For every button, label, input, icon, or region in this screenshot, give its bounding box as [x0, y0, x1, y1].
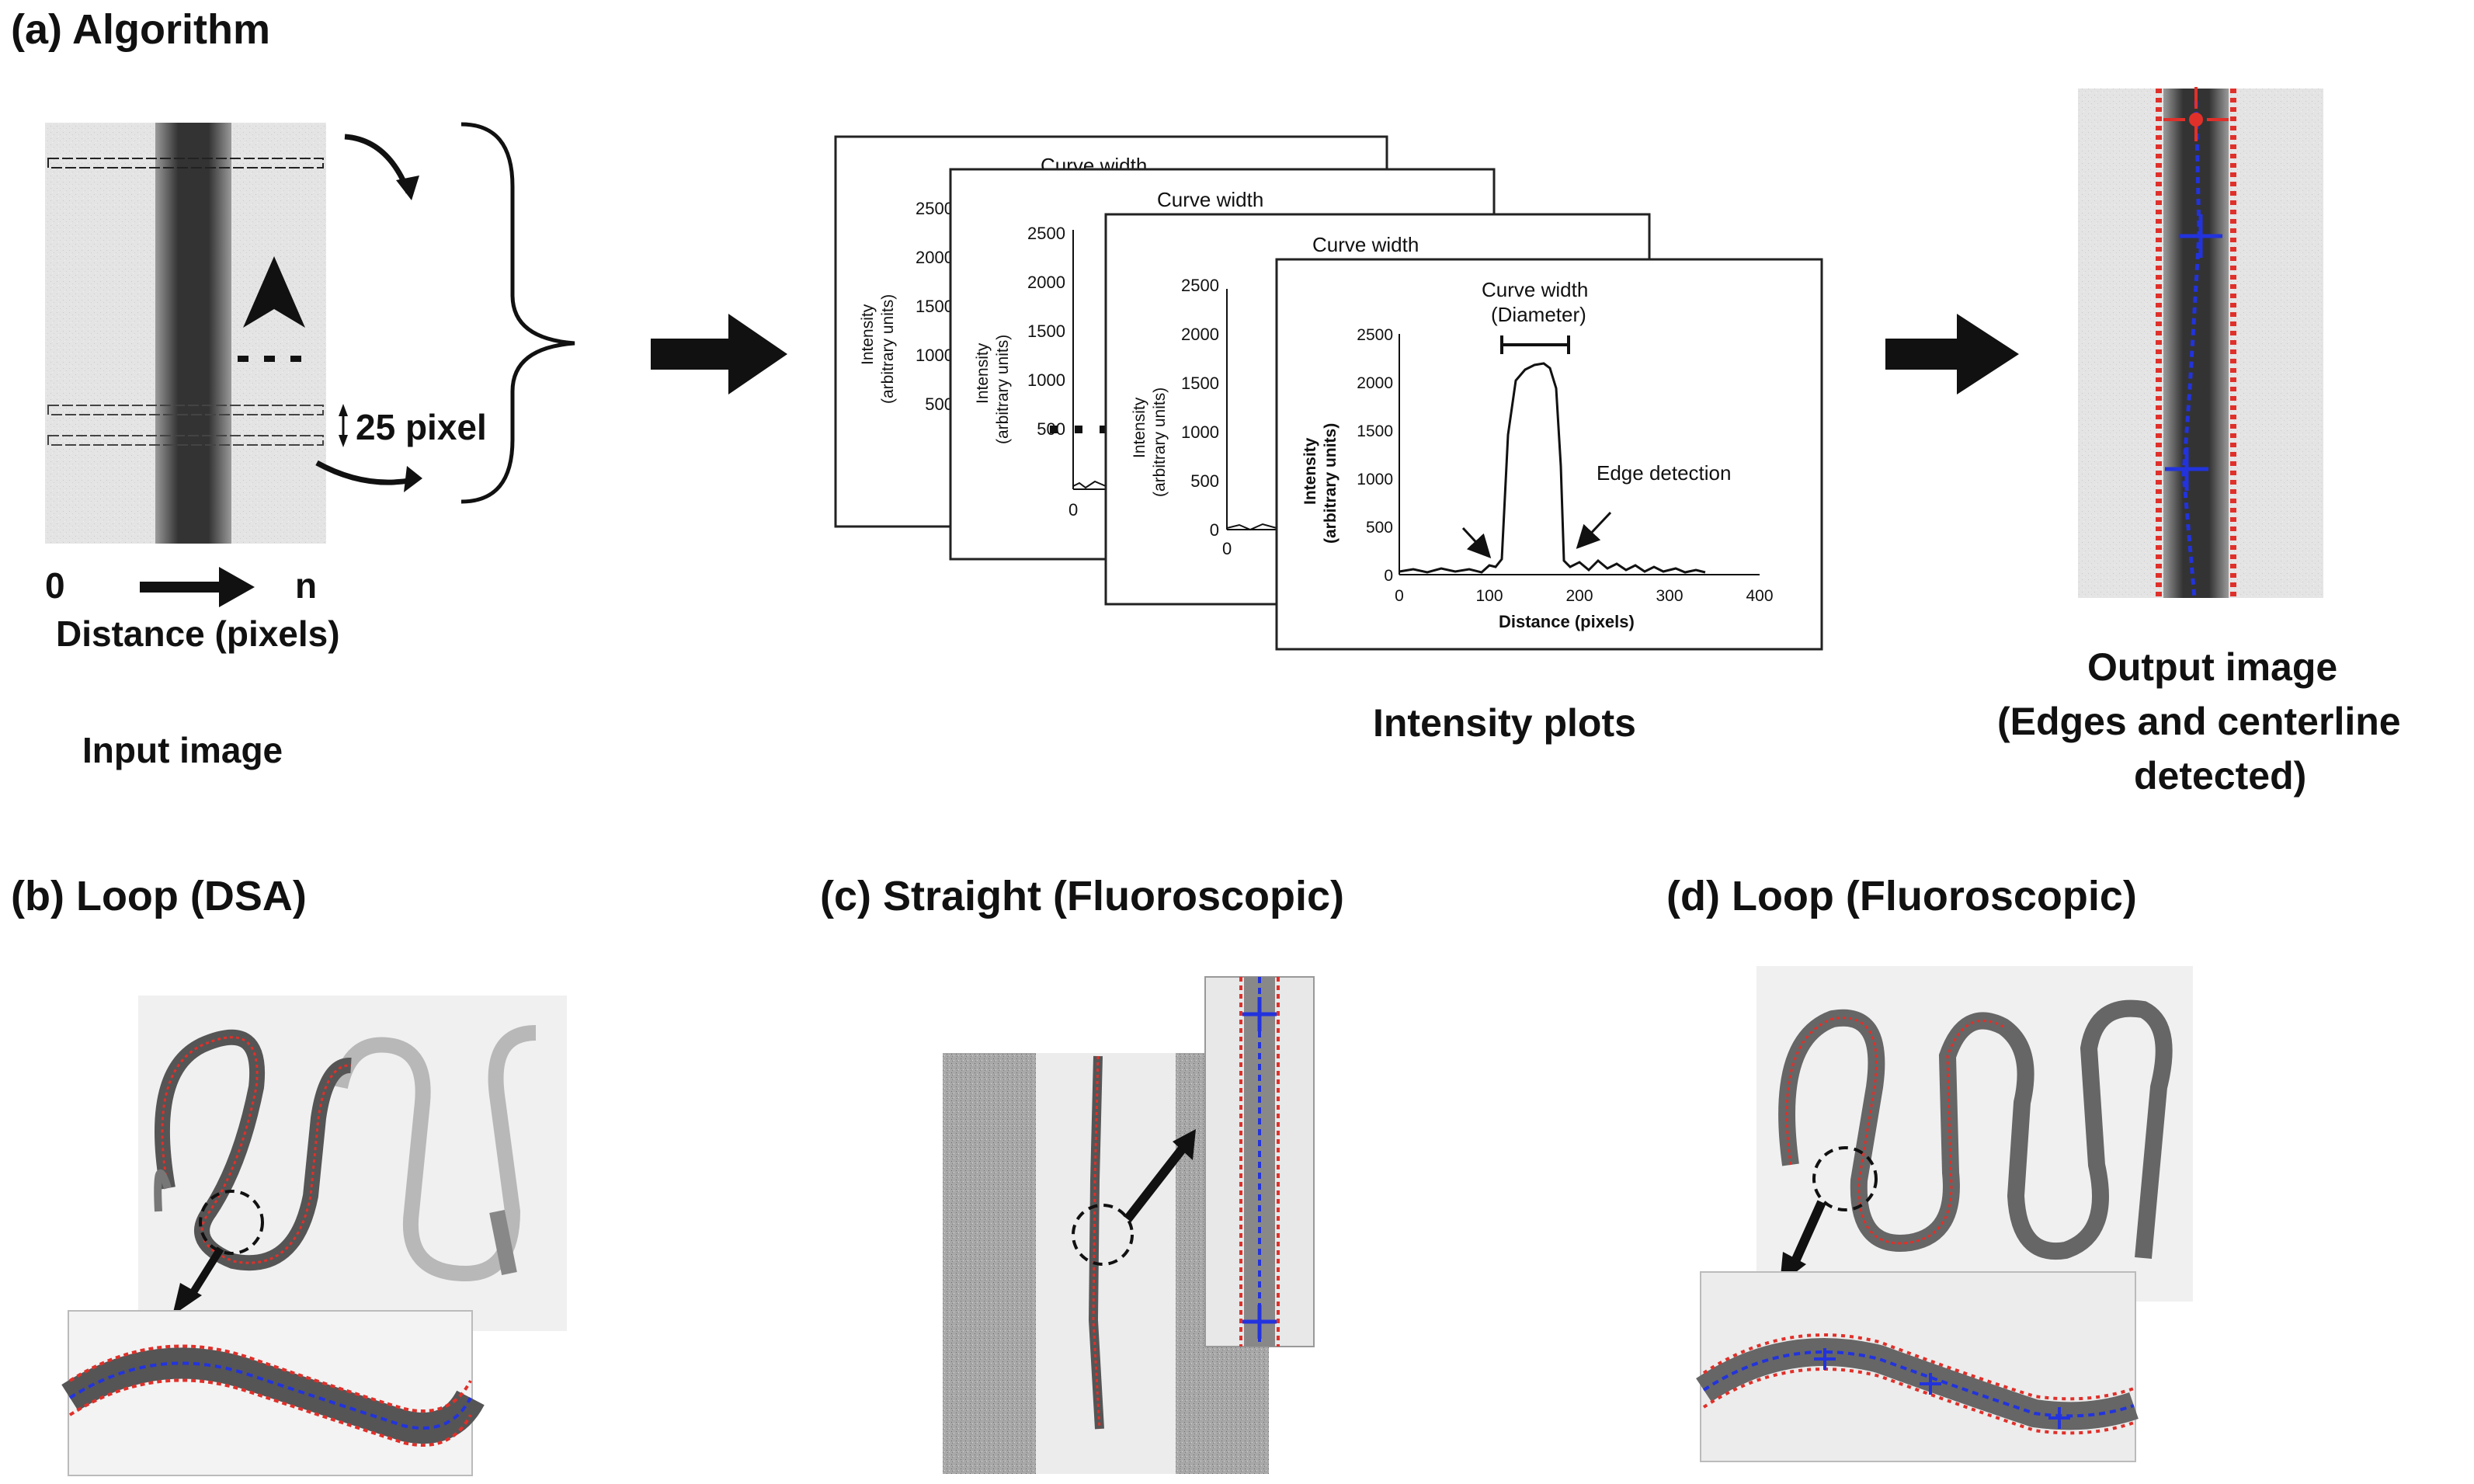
svg-text:(arbitrary units): (arbitrary units) [994, 335, 1012, 444]
tick-label: 0 [1395, 587, 1404, 605]
tick-label: 1500 [1027, 321, 1065, 341]
scan-line-top [47, 158, 324, 169]
tick-label: 1500 [1181, 374, 1219, 393]
svg-text:(arbitrary units): (arbitrary units) [879, 294, 897, 404]
input-image [45, 123, 326, 544]
tick-label: 2500 [1357, 326, 1393, 344]
distance-arrow-icon [219, 567, 255, 607]
tick-label: 400 [1746, 587, 1773, 605]
tick-label: 0 [1384, 567, 1393, 585]
tick-label: 1000 [1181, 422, 1219, 442]
tick-label: 1000 [916, 346, 954, 365]
output-image [2078, 87, 2323, 599]
zoom-arrow-icon [1173, 1129, 1196, 1160]
tick-label: 1000 [1027, 370, 1065, 390]
tick-label: 1000 [1357, 471, 1393, 488]
output-caption-line1: Output image [2087, 645, 2337, 689]
scan-line-bottom [47, 435, 324, 446]
panel-c-zoom-inset [1204, 976, 1315, 1347]
svg-text:Curve width: Curve width [1157, 188, 1263, 211]
distance-axis-label: Distance (pixels) [56, 613, 340, 654]
double-arrow-icon [339, 404, 348, 447]
intensity-plots-caption: Intensity plots [1373, 701, 1636, 745]
tick-label: 2000 [1357, 374, 1393, 392]
plot-ylabel-line2: (arbitrary units) [1322, 423, 1340, 544]
flow-arrow-to-plots-icon [651, 314, 787, 394]
tick-label: 500 [1190, 471, 1219, 491]
svg-text:Intensity: Intensity [974, 342, 992, 404]
zoom-arrow-icon [172, 1283, 202, 1315]
output-caption-line2: (Edges and centerline [1997, 700, 2401, 743]
tick-label: 100 [1475, 587, 1503, 605]
svg-text:Curve width: Curve width [1312, 233, 1419, 256]
tick-label: 200 [1565, 587, 1593, 605]
flow-arrow-to-output-icon [1885, 314, 2019, 394]
plot-title-line1: Curve width [1482, 278, 1588, 301]
tick-label: 300 [1656, 587, 1683, 605]
tick-label: 500 [925, 394, 954, 414]
tick-label: 2000 [1027, 273, 1065, 292]
panel-c-title: (c) Straight (Fluoroscopic) [820, 873, 1344, 919]
scan-line-mid [47, 405, 324, 415]
panel-d-loop-image [1756, 966, 2193, 1302]
intensity-curve [1399, 362, 1706, 574]
tick-label: 2000 [916, 248, 954, 267]
panel-d-title: (d) Loop (Fluoroscopic) [1666, 873, 2137, 919]
tick-label: 2000 [1181, 325, 1219, 344]
intensity-plot-front: Curve width (Diameter) 05001000150020002… [1275, 258, 1823, 651]
svg-text:Intensity: Intensity [1131, 397, 1148, 458]
tick-label: 1500 [1357, 422, 1393, 440]
axis-end-label: n [295, 565, 317, 606]
svg-text:Intensity: Intensity [859, 304, 877, 365]
svg-text:0: 0 [1222, 539, 1232, 558]
panel-d-zoom-inset [1696, 1271, 2139, 1462]
panel-b-zoom-inset [61, 1310, 485, 1476]
svg-text:0: 0 [1068, 500, 1078, 520]
plot-ylabel-line1: Intensity [1301, 437, 1319, 505]
centerline [2181, 100, 2201, 599]
panel-b-loop-image [138, 996, 567, 1331]
step-label: 25 pixel [356, 407, 487, 447]
output-caption-line3: detected) [2134, 754, 2306, 798]
curve-arrow-bottom [315, 460, 414, 485]
curve-arrow-top [344, 134, 412, 194]
zoom-circle [199, 1190, 264, 1255]
scan-direction-arrow-icon [243, 256, 305, 328]
tick-label: 2500 [1181, 276, 1219, 295]
tick-label: 0 [1210, 520, 1219, 540]
svg-text:(arbitrary units): (arbitrary units) [1151, 388, 1169, 497]
plot-xlabel: Distance (pixels) [1499, 612, 1635, 631]
tick-label: 1500 [916, 297, 954, 316]
group-brace [460, 122, 575, 504]
axis-start-label: 0 [45, 565, 65, 606]
input-image-caption: Input image [82, 730, 283, 770]
panel-a-title: (a) Algorithm [11, 6, 270, 53]
tick-label: 2500 [1027, 224, 1065, 243]
zoom-circle [1072, 1204, 1134, 1266]
zoom-circle [1812, 1146, 1878, 1211]
tick-label: 500 [1366, 519, 1393, 537]
tick-label: 2500 [916, 199, 954, 218]
plot-title-line2: (Diameter) [1491, 303, 1586, 326]
edge-detection-label: Edge detection [1597, 461, 1731, 485]
panel-b-title: (b) Loop (DSA) [11, 873, 307, 919]
